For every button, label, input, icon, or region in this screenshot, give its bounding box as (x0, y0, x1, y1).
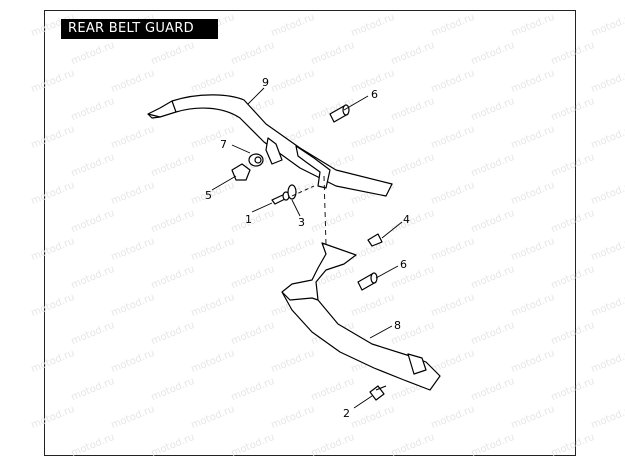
leader-lines (211, 87, 403, 409)
callout-7: 7 (220, 138, 227, 151)
callout-4: 4 (403, 213, 410, 226)
diagram-frame (44, 10, 576, 456)
spacer-part-7 (248, 153, 264, 167)
bolt-part-2 (369, 385, 387, 401)
lower-belt-guard-part (281, 242, 441, 391)
washer-part-3 (287, 184, 297, 200)
callout-6-lower: 6 (400, 258, 407, 271)
nut-part-5 (231, 163, 251, 181)
callout-9: 9 (262, 76, 269, 89)
bolt-part-1 (271, 191, 290, 205)
callout-1: 1 (245, 213, 252, 226)
diagram-title: REAR BELT GUARD (61, 19, 218, 39)
upper-belt-guard-part (147, 94, 393, 197)
fastener-part-6-lower (357, 272, 378, 291)
callout-6-upper: 6 (371, 88, 378, 101)
fastener-part-6-upper (329, 104, 350, 123)
callout-3: 3 (298, 216, 305, 229)
callout-5: 5 (205, 189, 212, 202)
callout-2: 2 (343, 407, 350, 420)
nut-part-4 (367, 233, 383, 247)
callout-8: 8 (394, 319, 401, 332)
